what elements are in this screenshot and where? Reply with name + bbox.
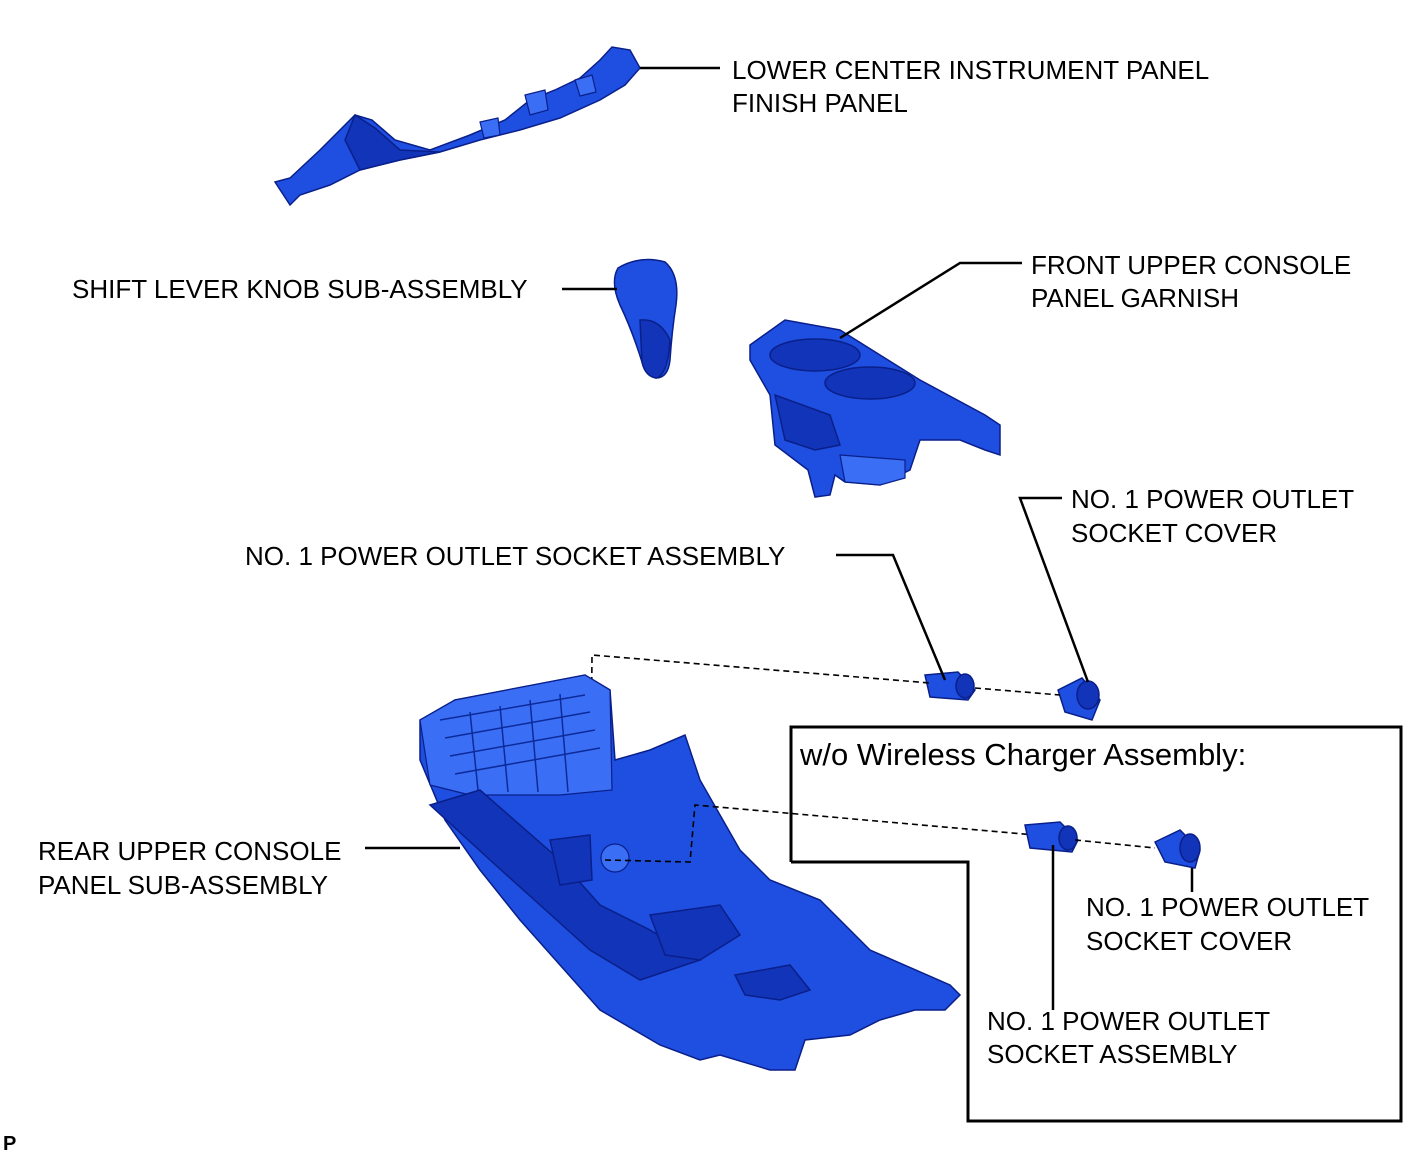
shift-lever-knob-part	[613, 258, 678, 379]
inset-socket-cover-label: NO. 1 POWER OUTLET SOCKET COVER	[1086, 892, 1376, 956]
front-garnish-leader	[839, 261, 1022, 340]
cover-path-dashed-line	[974, 687, 1061, 696]
page-reference: P	[3, 1133, 16, 1155]
socket-assembly-leader	[836, 553, 947, 681]
inset-title: w/o Wireless Charger Assembly:	[799, 737, 1246, 772]
socket-cover-label: NO. 1 POWER OUTLET SOCKET COVER	[1071, 484, 1361, 548]
front-upper-console-garnish-part	[749, 319, 1001, 498]
rear-console-label: REAR UPPER CONSOLE PANEL SUB-ASSEMBLY	[38, 836, 349, 900]
power-outlet-socket-assembly-part	[924, 671, 976, 701]
shift-knob-label: SHIFT LEVER KNOB SUB-ASSEMBLY	[72, 274, 528, 304]
power-outlet-socket-cover-part	[1057, 677, 1101, 721]
inset-install-path-dashed-line	[604, 804, 1036, 863]
inset-socket-assembly-part	[1024, 821, 1079, 853]
socket-assembly-label: NO. 1 POWER OUTLET SOCKET ASSEMBLY	[245, 541, 785, 571]
inset-socket-assembly-label: NO. 1 POWER OUTLET SOCKET ASSEMBLY	[987, 1006, 1277, 1069]
rear-upper-console-panel-part	[419, 674, 962, 1071]
install-path-dashed-line	[589, 654, 931, 894]
lower-center-instrument-panel-part	[273, 46, 641, 207]
lower-center-panel-label: LOWER CENTER INSTRUMENT PANEL FINISH PAN…	[732, 55, 1215, 118]
inset-cover-dashed-line	[1074, 839, 1156, 849]
front-garnish-label: FRONT UPPER CONSOLE PANEL GARNISH	[1031, 250, 1358, 313]
inset-socket-cover-part	[1153, 829, 1201, 869]
inset-frame	[789, 725, 1403, 1123]
socket-cover-leader	[1018, 496, 1090, 683]
